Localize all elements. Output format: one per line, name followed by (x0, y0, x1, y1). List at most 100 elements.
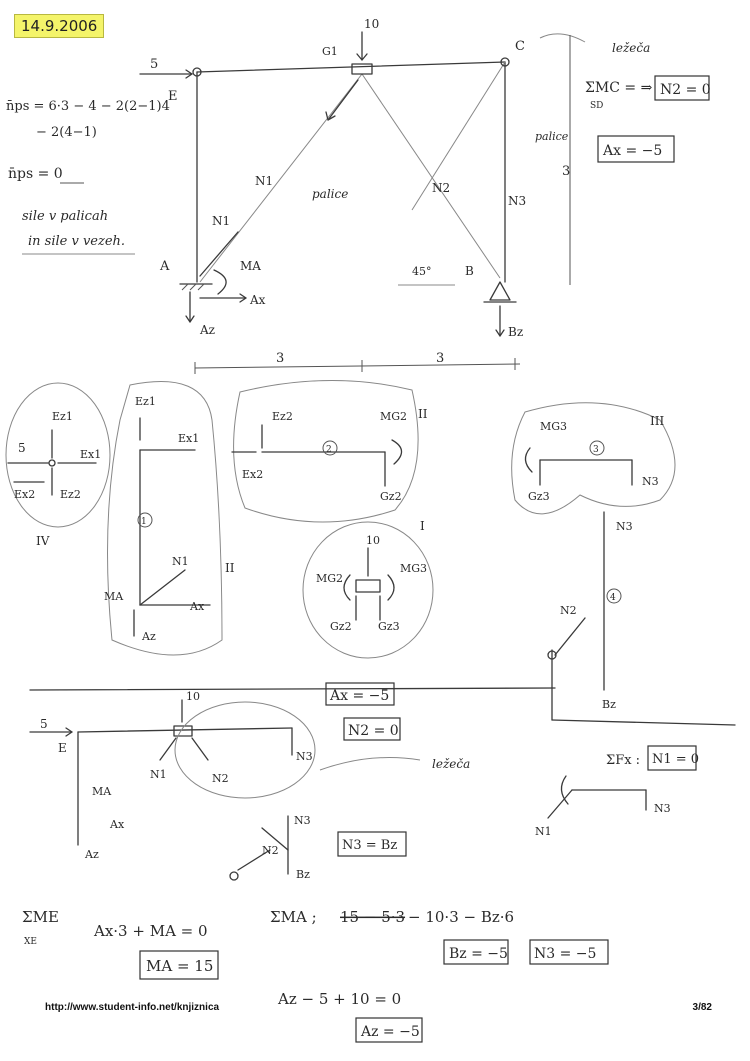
hinge-C (500, 57, 510, 67)
diagonal-C (411, 61, 506, 211)
lr-N3: N3 (654, 802, 671, 815)
I-G3: Gz3 (378, 620, 400, 633)
note-line-2: in sile v vezeh. (28, 234, 125, 249)
node-N2: N2 (262, 844, 279, 857)
width-dim-line (194, 363, 521, 369)
node-E-label: E (168, 89, 178, 104)
member-N2-label: N2 (432, 181, 450, 195)
mid-Ax: Ax = −5 (329, 688, 389, 704)
II-G: Gz2 (380, 490, 402, 503)
lower-frame: 5 10 E N1 N2 N3 MA Ax Az ležeča (29, 690, 470, 861)
m4-Bz: Bz (602, 698, 616, 711)
top-beam (196, 61, 506, 73)
diagonal-N1 (199, 73, 363, 283)
node-C-label: C (515, 39, 525, 54)
sum-fx: ΣFx : (606, 753, 640, 768)
frame-diagram: 10 5 E C A B G1 N1 N1 N2 N3 palice palic… (139, 17, 650, 374)
Ax-label: Ax (249, 293, 266, 307)
member-N3-label: N3 (508, 194, 526, 208)
load-left-label: 5 (150, 57, 158, 72)
left-Ax: Ax (189, 600, 205, 613)
fbd-group-II: 2 Ez2 Ex2 MG2 Gz2 II (231, 380, 428, 523)
I-label: I (420, 519, 425, 533)
member-4-label: 4 (610, 593, 616, 603)
sum-ME-sub: XE (24, 937, 37, 947)
node-B-label: B (465, 264, 474, 278)
member-N1-label: N1 (255, 174, 273, 188)
I-MG2: MG2 (316, 572, 343, 585)
III-MG: MG3 (540, 420, 567, 433)
lr-N1: N1 (535, 825, 552, 838)
eq2-part1: 15 − 5·3 (340, 908, 405, 926)
IV-f4: Ex2 (14, 488, 35, 501)
lower-word-lezeca: ležeča (432, 757, 470, 771)
joint-G1 (351, 63, 373, 75)
member-1-label: 1 (141, 517, 147, 527)
formula-line-1: n̄ps = 6·3 − 4 − 2(2−1)4 (6, 99, 170, 114)
lower-node-diagram: N3 N2 Bz N3 = Bz (229, 814, 407, 881)
date-stamp: 14.9.2006 (14, 14, 105, 38)
Bz-result: Bz = −5 (449, 946, 508, 962)
IV-f1: 5 (18, 441, 26, 455)
formula-result: n̄ps = 0 (8, 166, 63, 182)
III-N3: N3 (642, 475, 659, 488)
fbd-group-I: 10 MG2 MG3 Gz2 Gz3 I (302, 519, 434, 659)
fbd-group-IV: 5 Ez1 Ex1 Ex2 Ez2 IV (5, 382, 111, 548)
lower-load-top: 10 (186, 690, 200, 703)
III-G: Gz3 (528, 490, 550, 503)
Bz-label: Bz (508, 325, 523, 339)
dim-right-label: 3 (436, 351, 444, 366)
N1-arrow (199, 231, 239, 277)
sum-moment: ΣMC = ⇒ (585, 80, 653, 96)
I-MG3: MG3 (400, 562, 427, 575)
member-3-label: 3 (593, 445, 599, 455)
lower-N1: N1 (150, 768, 167, 781)
word-palice-right: palice (535, 130, 569, 143)
footer-url: http://www.student-info.net/knjiznica (45, 1002, 220, 1013)
top-right-equations: ΣMC = ⇒ SD N2 = 0 Ax = −5 (585, 75, 711, 163)
diagonal-N2 (361, 73, 501, 279)
II-label: II (418, 407, 428, 421)
left-group-label: II (225, 561, 235, 575)
lower-Ax: Ax (109, 818, 125, 831)
Ax-result-box (597, 135, 675, 163)
lower-N2: N2 (212, 772, 229, 785)
lower-load-left: 5 (40, 717, 48, 731)
node-A-label: A (159, 259, 170, 274)
lower-MA: MA (92, 785, 112, 798)
sum-ME: ΣME (22, 908, 59, 926)
N2-result-box (654, 75, 710, 101)
lower-right-sumfx: ΣFx : N1 = 0 N1 N3 (535, 745, 699, 838)
node-G1-label: G1 (322, 45, 338, 58)
II-Ez: Ez2 (272, 410, 293, 423)
left-Ex: Ex1 (178, 432, 199, 445)
word-lezeci: ležeča (612, 41, 650, 55)
eq2-part2: − 10·3 − Bz·6 (408, 908, 514, 926)
N1-result: N1 = 0 (652, 752, 699, 767)
eq1: Ax·3 + MA = 0 (93, 922, 208, 940)
N3-eq-Bz: N3 = Bz (342, 838, 397, 853)
left-Ez: Ez1 (135, 395, 156, 408)
fbd-group-left-column: 1 Ez1 Ex1 N1 MA Ax Az II (104, 381, 235, 656)
node-Bz: Bz (296, 868, 310, 881)
III-label: III (650, 414, 664, 428)
sum-moment-sub: SD (590, 101, 603, 111)
m4-N2: N2 (560, 604, 577, 617)
N3-result: N3 = −5 (534, 946, 596, 962)
lower-node-E: E (58, 741, 67, 755)
support-B (489, 281, 511, 301)
indeterminacy-notes: n̄ps = 6·3 − 4 − 2(2−1)4 − 2(4−1) n̄ps =… (6, 99, 170, 255)
N2-result: N2 = 0 (660, 82, 711, 98)
fbd-group-III: 3 MG3 Gz3 N3 III (511, 402, 676, 515)
I-load: 10 (366, 534, 380, 547)
Az-result: Az = −5 (360, 1024, 420, 1040)
dim-left-label: 3 (276, 351, 284, 366)
left-MA: MA (104, 590, 124, 603)
IV-f5: Ez2 (60, 488, 81, 501)
MA-label: MA (240, 259, 261, 273)
IV-f2: Ez1 (52, 410, 73, 423)
left-Az: Az (141, 630, 156, 643)
lower-N3: N3 (296, 750, 313, 763)
member-N1b-label: N1 (212, 214, 230, 228)
